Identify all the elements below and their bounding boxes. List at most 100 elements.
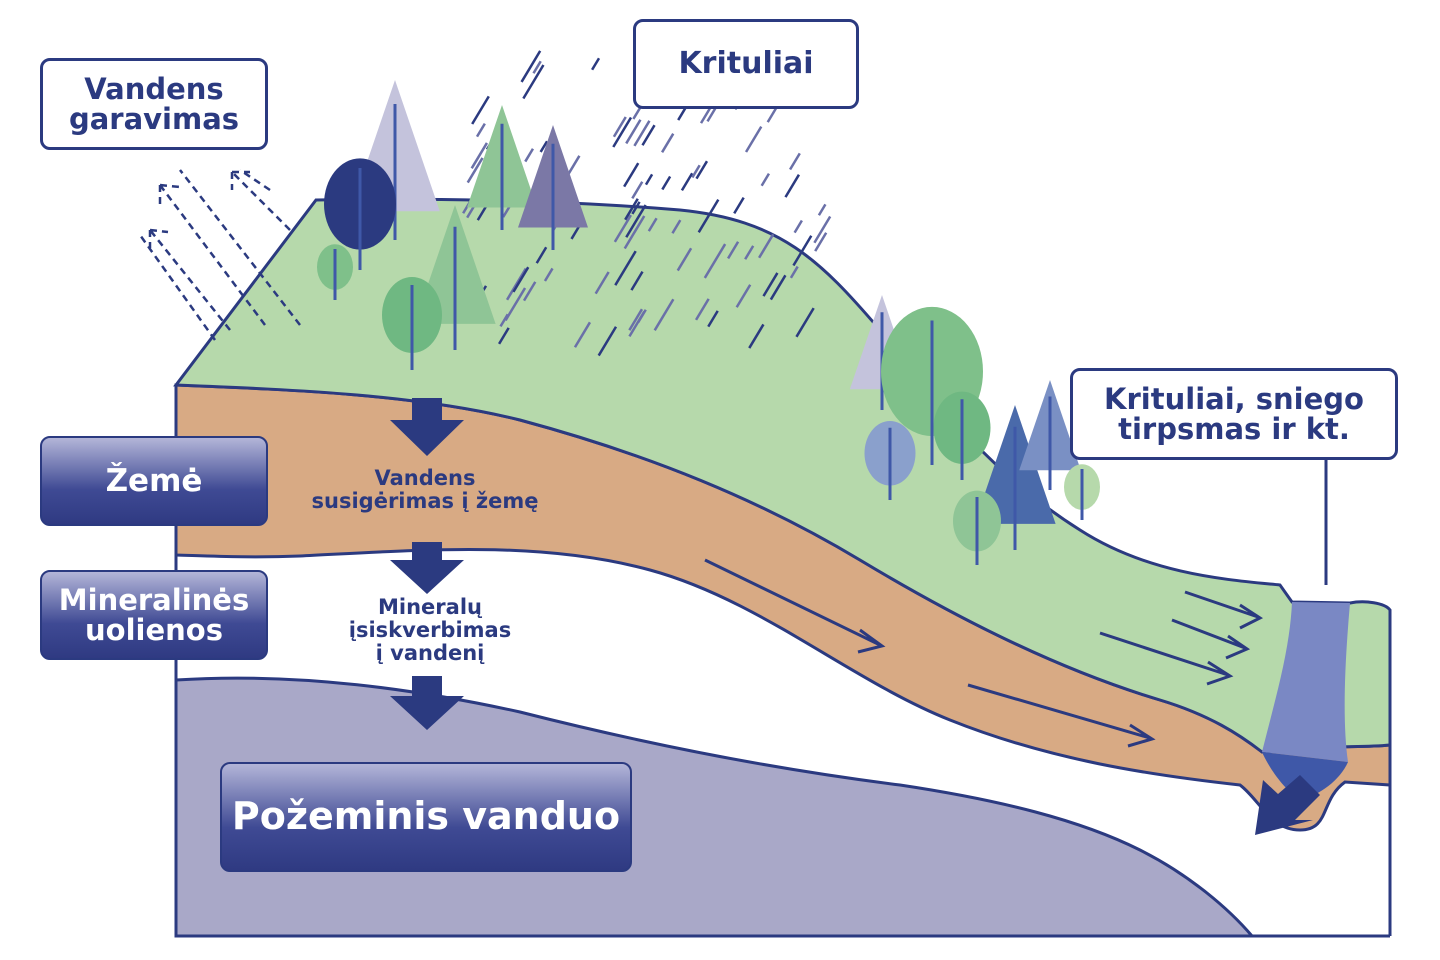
rain-drop <box>499 313 509 328</box>
rain-drop <box>594 271 610 295</box>
rain-drop <box>624 198 639 221</box>
minerals-line-2: įsiskverbimas <box>348 618 512 643</box>
rain-drop <box>735 284 752 308</box>
rain-drop <box>630 271 644 291</box>
label-evaporation: Vandens garavimas <box>40 58 268 150</box>
rain-drop <box>707 310 719 328</box>
rain-drop <box>695 160 709 180</box>
infiltration-arrows-icon <box>390 398 1320 835</box>
tree-icon <box>974 405 1056 550</box>
rain-drop <box>543 267 554 282</box>
rain-drop <box>762 272 779 297</box>
flow-arrows-icon <box>704 558 1264 748</box>
tree-icon <box>864 420 916 500</box>
minerals-line-3: į vandenį <box>375 641 485 666</box>
rain-drop <box>789 265 799 279</box>
infiltration-text: Vandens susigėrimas į žemę <box>280 466 570 514</box>
river-deep <box>1262 752 1348 800</box>
rain-drop <box>539 140 549 153</box>
rain-drop <box>680 172 694 192</box>
rain-drop <box>612 116 633 148</box>
rain-drop <box>661 133 675 153</box>
rain-drop <box>535 246 548 264</box>
rain-drop <box>612 116 627 138</box>
label-soil: Žemė <box>40 436 268 526</box>
rain-drop <box>814 232 828 252</box>
evaporation-arrows-icon <box>138 168 301 341</box>
label-rocks: Mineralinės uolienos <box>40 570 268 660</box>
rain-drop <box>817 203 827 216</box>
minerals-text: Mineralų įsiskverbimas į vandenį <box>320 595 540 666</box>
rain-drop <box>466 157 484 184</box>
rain-drop <box>784 174 801 198</box>
rain-drop <box>792 235 813 267</box>
rain-drop <box>591 57 601 71</box>
rain-drop <box>524 148 535 163</box>
rain-drop <box>614 250 637 286</box>
rain-drop <box>758 233 775 259</box>
rain-drop <box>641 124 656 146</box>
tree-icon <box>953 490 1001 565</box>
rain-drop <box>520 50 542 83</box>
rain-drop <box>628 308 644 331</box>
rain-drop <box>733 196 745 215</box>
rain-drop <box>631 181 644 200</box>
rain-drop <box>573 321 592 348</box>
label-surface-runoff: Krituliai, sniego tirpsmas ir kt. <box>1070 368 1398 460</box>
rain-drop <box>625 119 642 145</box>
rain-drop <box>661 175 672 191</box>
tree-icon <box>467 105 537 230</box>
rain-drop <box>637 309 647 324</box>
tree-icon <box>1064 464 1100 520</box>
river <box>1262 602 1350 762</box>
rain-drop <box>694 298 710 321</box>
rain-drop <box>744 245 755 260</box>
rain-drop <box>671 219 682 234</box>
rain-drop <box>522 64 545 100</box>
tree-icon <box>382 277 442 370</box>
trees <box>317 80 1100 565</box>
tree-icon <box>933 391 991 480</box>
rain-drop <box>512 266 530 293</box>
rain-drop <box>653 298 675 331</box>
rain-drop <box>613 214 632 243</box>
rain-drop <box>769 274 787 301</box>
rain-drop <box>727 241 740 260</box>
infiltration-line-2: susigėrimas į žemę <box>311 489 539 514</box>
rain-drop <box>691 164 701 179</box>
rain-drop <box>623 162 640 188</box>
rain-drop <box>748 323 765 349</box>
rain-drop <box>498 327 510 345</box>
rain-drop <box>744 126 763 153</box>
label-groundwater: Požeminis vanduo <box>220 762 632 872</box>
rain-drop <box>567 155 581 175</box>
rain-drop <box>597 326 618 357</box>
tree-icon <box>1019 380 1081 490</box>
rain-drop <box>505 267 527 301</box>
rain-drop <box>813 215 832 244</box>
rain-drop <box>795 307 815 338</box>
rain-drop <box>703 243 727 279</box>
label-precipitation: Krituliai <box>633 19 859 109</box>
rain-drop <box>625 204 647 238</box>
minerals-line-1: Mineralų <box>378 595 482 619</box>
rain-drop <box>760 172 771 187</box>
rain-drop <box>644 173 654 186</box>
infiltration-line-1: Vandens <box>374 466 476 490</box>
rain-drop <box>470 142 489 169</box>
rain-drop <box>475 122 486 138</box>
rain-drop <box>570 224 581 240</box>
rain-drop <box>522 281 537 302</box>
rain-drop <box>793 219 803 234</box>
tree-icon <box>317 244 353 300</box>
rain-drop <box>532 60 542 74</box>
rain-drop <box>647 217 658 232</box>
rain-drop <box>623 215 646 250</box>
rain-drop <box>471 95 490 125</box>
rain-drop <box>697 199 720 233</box>
rain-drop <box>788 152 801 171</box>
rain-drop <box>633 120 651 147</box>
tree-icon <box>324 158 396 270</box>
tree-icon <box>518 125 588 250</box>
